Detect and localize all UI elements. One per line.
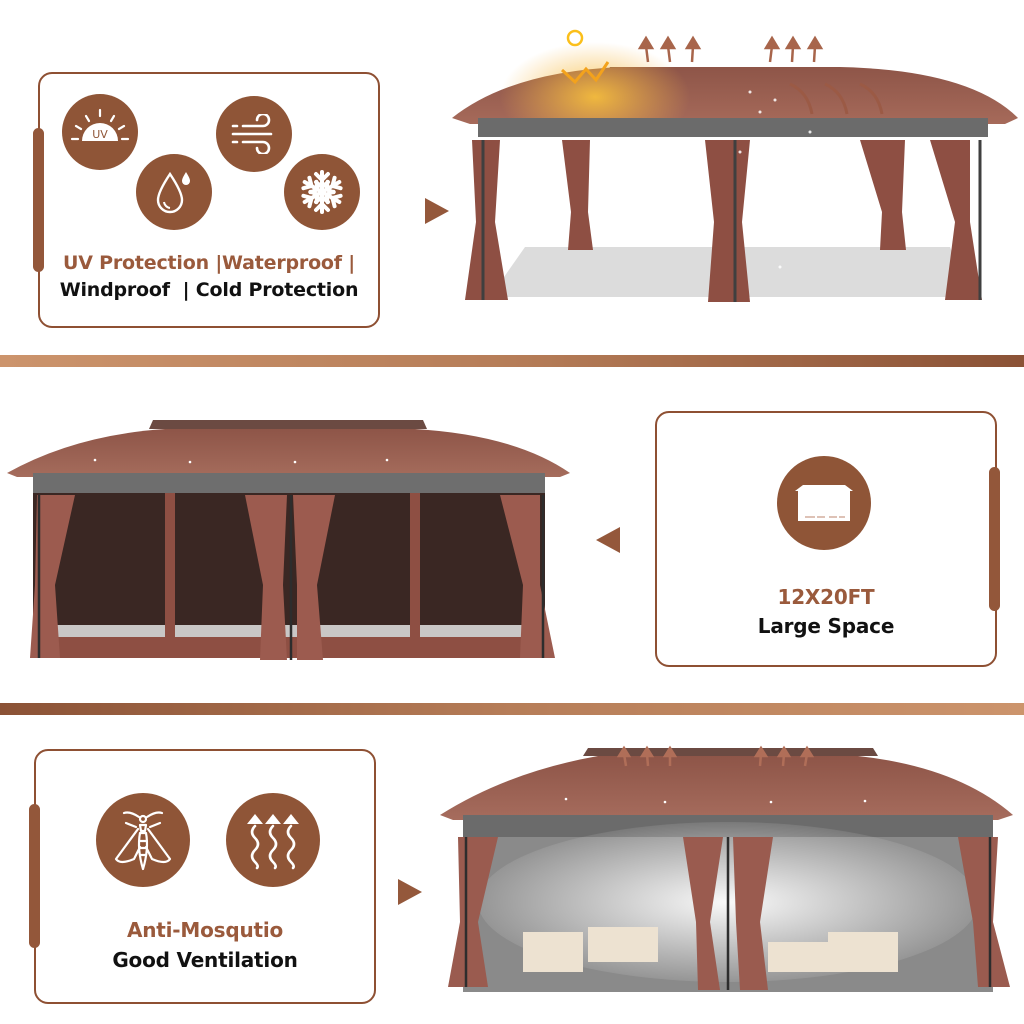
feature-card-ventilation: Anti-Mosqutio Good Ventilation — [34, 749, 376, 1004]
feature-text-line1: Anti-Mosqutio — [126, 918, 284, 942]
gazebo-front-image — [7, 420, 570, 660]
gazebo-weather-image — [452, 29, 1018, 302]
pointer-arrow-left-icon — [596, 527, 620, 553]
ventilation-icon — [226, 793, 320, 887]
water-drop-icon — [136, 154, 212, 230]
wind-icon — [216, 96, 292, 172]
feature-card-weather: UV — [38, 72, 380, 328]
size-label: 12X20FT — [777, 585, 875, 609]
feature-card-size: 12X20FT Large Space — [655, 411, 997, 667]
feature-text-line2: Windproof | Cold Protection — [59, 279, 359, 301]
pointer-arrow-right-icon — [425, 198, 449, 224]
section-divider — [0, 355, 1024, 367]
uv-sun-icon: UV — [62, 94, 138, 170]
section-divider — [0, 703, 1024, 715]
pointer-arrow-right-icon — [398, 879, 422, 905]
mosquito-icon — [96, 793, 190, 887]
feature-text-line1: UV Protection |Waterproof | — [63, 252, 355, 274]
card-accent-bar — [33, 128, 44, 272]
snowflake-icon — [284, 154, 360, 230]
card-accent-bar — [29, 804, 40, 948]
size-description: Large Space — [757, 614, 895, 638]
gazebo-ventilation-image — [440, 745, 1013, 992]
svg-text:UV: UV — [92, 128, 108, 141]
feature-text-line2: Good Ventilation — [112, 948, 298, 972]
gazebo-size-icon — [777, 456, 871, 550]
card-accent-bar — [989, 467, 1000, 611]
